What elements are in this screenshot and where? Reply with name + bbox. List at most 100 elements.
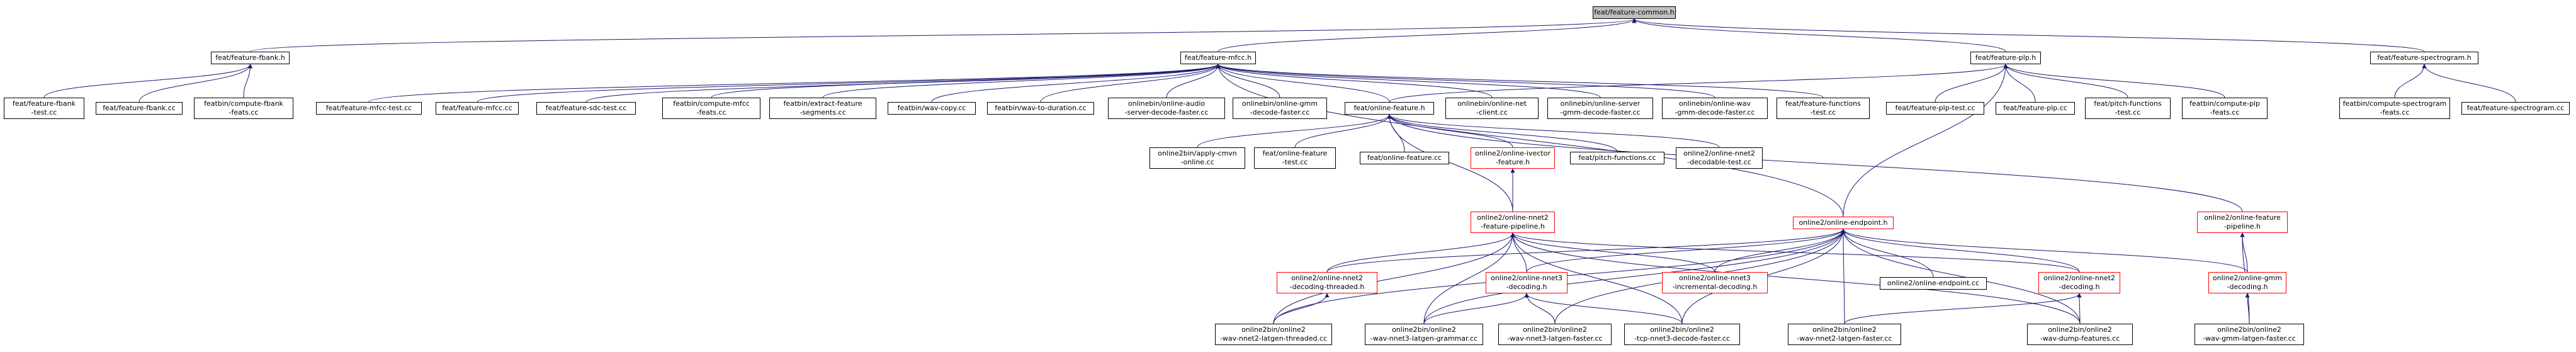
node-label: online2/online-endpoint.cc	[1887, 279, 1980, 287]
node-online-wav-gmm-cc[interactable]: onlinebin/online-wav -gmm-decode-faster.…	[1662, 98, 1768, 119]
node-label: online2/online-nnet2 -decoding.h	[2043, 274, 2115, 291]
node-label: featbin/compute-mfcc -feats.cc	[673, 99, 750, 116]
node-wav-to-duration-cc[interactable]: featbin/wav-to-duration.cc	[987, 102, 1094, 115]
node-pitch-functions-test-cc[interactable]: feat/pitch-functions -test.cc	[2085, 98, 2171, 119]
node-feature-sdc-test-cc[interactable]: feat/feature-sdc-test.cc	[536, 102, 636, 115]
node-feature-mfcc-test-cc[interactable]: feat/feature-mfcc-test.cc	[316, 102, 422, 115]
node-wav-nnet2-latgen-threaded-cc[interactable]: online2bin/online2 -wav-nnet2-latgen-thr…	[1215, 324, 1332, 345]
node-label: online2/online-nnet3 -incremental-decodi…	[1672, 274, 1758, 291]
edge-online-net-client-cc-to-feature-mfcc-h	[1216, 64, 1493, 98]
node-feature-plp-test-cc[interactable]: feat/feature-plp-test.cc	[1886, 102, 1984, 115]
node-feature-fbank-cc[interactable]: feat/feature-fbank.cc	[96, 102, 183, 115]
edge-online-feature-h-to-feature-plp-h	[1389, 64, 2008, 103]
node-label: featbin/compute-spectrogram -feats.cc	[2342, 99, 2447, 116]
node-label: feat/online-feature -test.cc	[1262, 149, 1328, 166]
edge-wav-nnet3-latgen-grammar-cc-to-online-nnet2-feature-pipeline-h	[1423, 232, 1515, 324]
edge-online-gmm-decoding-h-to-online-endpoint-h	[1841, 229, 2248, 273]
edge-compute-mfcc-feats-cc-to-feature-mfcc-h	[711, 64, 1221, 98]
edge-online-nnet2-decoding-h-to-online-endpoint-h	[1841, 229, 2080, 273]
node-online-endpoint-cc[interactable]: online2/online-endpoint.cc	[1880, 277, 1987, 290]
edge-online-nnet2-decodable-test-cc-to-online-feature-h	[1387, 114, 1720, 148]
node-feature-plp-cc[interactable]: feat/feature-plp.cc	[1996, 102, 2075, 115]
edge-compute-spectrogram-feats-cc-to-feature-spectrogram-h	[2394, 64, 2427, 98]
node-online-nnet3-incremental-decoding-h[interactable]: online2/online-nnet3 -incremental-decodi…	[1662, 272, 1768, 293]
node-apply-cmvn-online-cc[interactable]: online2bin/apply-cmvn -online.cc	[1150, 147, 1245, 169]
node-label: feat/feature-mfcc-test.cc	[325, 104, 412, 112]
node-label: feat/feature-spectrogram.cc	[2466, 104, 2565, 112]
node-online-nnet2-decoding-threaded-h[interactable]: online2/online-nnet2 -decoding-threaded.…	[1277, 272, 1377, 293]
node-wav-nnet3-latgen-grammar-cc[interactable]: online2bin/online2 -wav-nnet3-latgen-gra…	[1365, 324, 1483, 345]
node-extract-feature-segments-cc[interactable]: featbin/extract-feature -segments.cc	[769, 98, 876, 119]
node-online-nnet3-decoding-h[interactable]: online2/online-nnet3 -decoding.h	[1486, 272, 1568, 293]
node-online-audio-server-cc[interactable]: onlinebin/online-audio -server-decode-fa…	[1108, 98, 1225, 119]
edge-wav-nnet2-latgen-threaded-cc-to-online-nnet2-decoding-threaded-h	[1273, 293, 1330, 324]
edge-online-ivector-feature-h-to-online-feature-h	[1387, 114, 1513, 148]
node-wav-dump-features-cc[interactable]: online2bin/online2 -wav-dump-features.cc	[2027, 324, 2133, 345]
node-feature-mfcc-cc[interactable]: feat/feature-mfcc.cc	[436, 102, 519, 115]
node-online-endpoint-h[interactable]: online2/online-endpoint.h	[1793, 217, 1894, 229]
node-label: feat/feature-mfcc.h	[1184, 54, 1252, 62]
edge-apply-cmvn-online-cc-to-online-feature-h	[1197, 114, 1392, 148]
node-label: online2/online-nnet2 -decoding-threaded.…	[1289, 274, 1365, 291]
node-feature-spectrogram-cc[interactable]: feat/feature-spectrogram.cc	[2461, 102, 2570, 115]
node-feature-fbank-h[interactable]: feat/feature-fbank.h	[211, 52, 290, 64]
node-label: feat/feature-plp.h	[1975, 54, 2037, 62]
edge-wav-nnet3-latgen-faster-cc-to-online-nnet3-decoding-h	[1524, 293, 1556, 324]
node-label: online2/online-gmm -decoding.h	[2212, 274, 2283, 291]
edge-feature-spectrogram-h-to-feature-common-h	[1632, 18, 2425, 52]
node-online-feature-h[interactable]: feat/online-feature.h	[1345, 102, 1434, 115]
edge-feature-plp-test-cc-to-feature-plp-h	[1935, 64, 2008, 103]
node-online-gmm-decode-faster-cc[interactable]: onlinebin/online-gmm -decode-faster.cc	[1233, 98, 1327, 119]
node-label: online2bin/online2 -wav-gmm-latgen-faste…	[2203, 326, 2296, 343]
node-online-feature-test-cc[interactable]: feat/online-feature -test.cc	[1254, 147, 1336, 169]
node-label: online2bin/online2 -wav-nnet3-latgen-gra…	[1370, 326, 1478, 343]
node-label: feat/pitch-functions.cc	[1578, 154, 1656, 162]
edge-tcp-nnet3-decode-faster-cc-to-online-nnet2-feature-pipeline-h	[1510, 232, 1683, 324]
node-label: onlinebin/online-wav -gmm-decode-faster.…	[1675, 99, 1755, 116]
node-compute-fbank-feats-cc[interactable]: featbin/compute-fbank -feats.cc	[194, 98, 293, 119]
node-label: online2bin/apply-cmvn -online.cc	[1158, 149, 1237, 166]
node-online-nnet2-feature-pipeline-h[interactable]: online2/online-nnet2 -feature-pipeline.h	[1471, 212, 1555, 233]
node-online-feature-cc[interactable]: feat/online-feature.cc	[1360, 152, 1449, 164]
node-compute-spectrogram-feats-cc[interactable]: featbin/compute-spectrogram -feats.cc	[2339, 98, 2450, 119]
node-feature-mfcc-h[interactable]: feat/feature-mfcc.h	[1180, 52, 1256, 64]
node-online-gmm-decoding-h[interactable]: online2/online-gmm -decoding.h	[2208, 272, 2286, 293]
edge-online-feature-h-to-feature-mfcc-h	[1216, 64, 1390, 103]
node-wav-nnet3-latgen-faster-cc[interactable]: online2bin/online2 -wav-nnet3-latgen-fas…	[1498, 324, 1612, 345]
edge-online-nnet2-decoding-threaded-h-to-online-nnet2-feature-pipeline-h	[1326, 232, 1515, 273]
node-label: online2/online-feature -pipeline.h	[2204, 213, 2281, 230]
node-online-net-client-cc[interactable]: onlinebin/online-net -client.cc	[1445, 98, 1539, 119]
node-wav-copy-cc[interactable]: featbin/wav-copy.cc	[888, 102, 976, 115]
node-online-nnet2-decoding-h[interactable]: online2/online-nnet2 -decoding.h	[2038, 272, 2120, 293]
node-label: online2bin/online2 -wav-dump-features.cc	[2040, 326, 2120, 343]
node-label: online2/online-endpoint.h	[1799, 219, 1888, 227]
node-feature-fbank-test-cc[interactable]: feat/feature-fbank -test.cc	[4, 98, 84, 119]
node-wav-nnet2-latgen-faster-cc[interactable]: online2bin/online2 -wav-nnet2-latgen-fas…	[1788, 324, 1901, 345]
node-online-feature-pipeline-h[interactable]: online2/online-feature -pipeline.h	[2197, 212, 2288, 233]
edge-online-audio-server-cc-to-feature-mfcc-h	[1166, 64, 1221, 98]
edge-feature-fbank-test-cc-to-feature-fbank-h	[43, 64, 252, 98]
node-compute-mfcc-feats-cc[interactable]: featbin/compute-mfcc -feats.cc	[662, 98, 760, 119]
node-feature-common-h[interactable]: feat/feature-common.h	[1593, 6, 1676, 19]
node-pitch-functions-cc[interactable]: feat/pitch-functions.cc	[1570, 152, 1664, 164]
node-feature-plp-h[interactable]: feat/feature-plp.h	[1970, 52, 2041, 64]
node-label: online2/online-nnet3 -decoding.h	[1491, 274, 1562, 291]
node-wav-gmm-latgen-faster-cc[interactable]: online2bin/online2 -wav-gmm-latgen-faste…	[2195, 324, 2304, 345]
node-compute-plp-feats-cc[interactable]: featbin/compute-plp -feats.cc	[2182, 98, 2268, 119]
node-online-nnet2-decodable-test-cc[interactable]: online2/online-nnet2 -decodable-test.cc	[1676, 147, 1763, 169]
edge-wav-nnet2-latgen-faster-cc-to-online-endpoint-h	[1841, 229, 1846, 324]
node-feature-functions-test-cc[interactable]: feat/feature-functions -test.cc	[1777, 98, 1870, 119]
edge-online-endpoint-h-to-feature-mfcc-h	[1216, 64, 1844, 217]
edge-online-endpoint-h-to-feature-plp-h	[1843, 64, 2008, 217]
edge-wav-nnet3-latgen-grammar-cc-to-online-endpoint-h	[1423, 229, 1846, 324]
node-feature-spectrogram-h[interactable]: feat/feature-spectrogram.h	[2370, 52, 2478, 64]
node-online-ivector-feature-h[interactable]: online2/online-ivector -feature.h	[1471, 147, 1555, 169]
edge-online-nnet3-decoding-h-to-online-endpoint-h	[1526, 229, 1846, 273]
node-label: online2/online-nnet2 -decodable-test.cc	[1683, 149, 1755, 166]
edge-feature-mfcc-h-to-feature-common-h	[1217, 18, 1637, 52]
node-online-server-gmm-cc[interactable]: onlinebin/online-server -gmm-decode-fast…	[1547, 98, 1653, 119]
edge-tcp-nnet3-decode-faster-cc-to-online-nnet3-decoding-h	[1524, 293, 1683, 324]
edge-feature-mfcc-test-cc-to-feature-mfcc-h	[368, 64, 1221, 103]
node-tcp-nnet3-decode-faster-cc[interactable]: online2bin/online2 -tcp-nnet3-decode-fas…	[1624, 324, 1740, 345]
edge-online-gmm-decode-faster-cc-to-feature-mfcc-h	[1216, 64, 1280, 98]
